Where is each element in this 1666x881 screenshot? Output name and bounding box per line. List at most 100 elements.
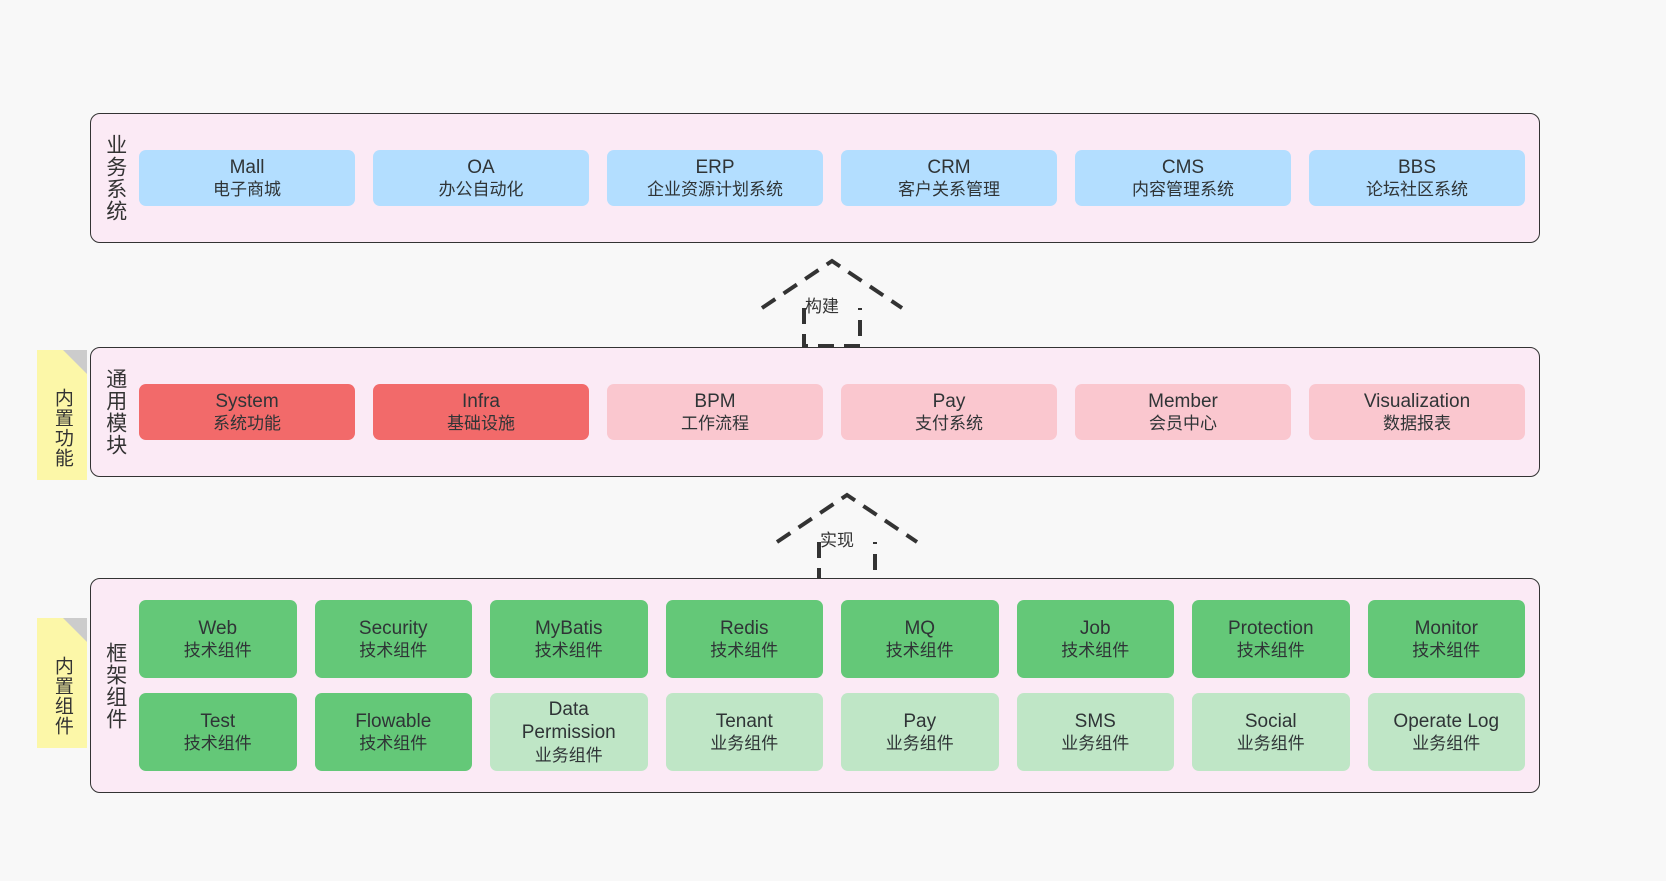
node-crm[interactable]: CRM 客户关系管理 [841,149,1057,207]
node-pay[interactable]: Pay 支付系统 [841,383,1057,441]
node-data-permission[interactable]: Data Permission 业务组件 [490,693,648,771]
node-subtitle: 工作流程 [681,414,749,434]
node-name: Pay [932,390,966,412]
node-cms[interactable]: CMS 内容管理系统 [1075,149,1291,207]
node-name: ERP [695,156,735,178]
node-flowable[interactable]: Flowable 技术组件 [314,693,472,771]
sticky-note-builtin-components: 内置组件 [37,618,87,748]
node-mybatis[interactable]: MyBatis 技术组件 [490,600,648,678]
node-name: Member [1148,390,1218,412]
node-name: Security [358,617,428,639]
node-subtitle: 技术组件 [183,641,252,661]
node-job[interactable]: Job 技术组件 [1016,600,1174,678]
node-subtitle: 业务组件 [1412,734,1481,754]
node-row: System 系统功能 Infra 基础设施 BPM 工作流程 Pay 支付系统… [139,383,1525,441]
node-name: Web [198,617,238,639]
node-name: Social [1244,710,1297,732]
node-bbs[interactable]: BBS 论坛社区系统 [1309,149,1525,207]
node-subtitle: 技术组件 [359,641,428,661]
node-subtitle: 业务组件 [710,734,779,754]
node-name: Tenant [715,710,773,732]
layer-title-framework-components: 框架组件 [103,641,127,730]
page-fold-icon [63,618,87,642]
node-name: MyBatis [534,617,603,639]
node-name: Test [200,710,236,732]
node-name: CMS [1161,156,1205,178]
node-subtitle: 电子商城 [213,180,281,200]
node-sms[interactable]: SMS 业务组件 [1016,693,1174,771]
node-bpm[interactable]: BPM 工作流程 [607,383,823,441]
node-web[interactable]: Web 技术组件 [139,600,297,678]
layer-title-common-modules: 通用模块 [103,368,127,456]
node-oa[interactable]: OA 办公自动化 [373,149,589,207]
node-name: Visualization [1363,390,1471,412]
node-subtitle: 内容管理系统 [1132,180,1234,200]
node-subtitle: 业务组件 [1061,734,1130,754]
connector-implement: 实现 [772,490,922,582]
node-name: Flowable [355,710,432,732]
node-subtitle: 技术组件 [534,641,603,661]
node-subtitle: 数据报表 [1383,414,1451,434]
node-social[interactable]: Social 业务组件 [1192,693,1350,771]
node-row: Test 技术组件 Flowable 技术组件 Data Permission … [139,693,1525,771]
node-subtitle: 技术组件 [710,641,779,661]
node-name: BBS [1397,156,1437,178]
node-name: Data Permission [521,698,616,744]
node-infra[interactable]: Infra 基础设施 [373,383,589,441]
node-subtitle: 系统功能 [213,414,281,434]
node-name: Operate Log [1393,710,1500,732]
node-member[interactable]: Member 会员中心 [1075,383,1291,441]
node-name: Pay [903,710,937,732]
node-mall[interactable]: Mall 电子商城 [139,149,355,207]
node-system[interactable]: System 系统功能 [139,383,355,441]
page-fold-icon [63,350,87,374]
node-pay-component[interactable]: Pay 业务组件 [841,693,999,771]
node-operate-log[interactable]: Operate Log 业务组件 [1367,693,1525,771]
node-subtitle: 论坛社区系统 [1366,180,1468,200]
sticky-note-label: 内置组件 [51,656,73,736]
node-subtitle: 支付系统 [915,414,983,434]
generalization-arrow-icon [760,258,904,348]
node-monitor[interactable]: Monitor 技术组件 [1367,600,1525,678]
node-mq[interactable]: MQ 技术组件 [841,600,999,678]
node-test[interactable]: Test 技术组件 [139,693,297,771]
node-visualization[interactable]: Visualization 数据报表 [1309,383,1525,441]
node-protection[interactable]: Protection 技术组件 [1192,600,1350,678]
node-redis[interactable]: Redis 技术组件 [665,600,823,678]
node-security[interactable]: Security 技术组件 [314,600,472,678]
connector-build: 构建 [757,256,907,348]
node-name: System [215,390,279,412]
node-name: BPM [694,390,736,412]
layer-common-modules: 通用模块 System 系统功能 Infra 基础设施 BPM 工作流程 Pay… [90,347,1540,477]
node-subtitle: 办公自动化 [438,180,524,200]
layer-framework-components: 框架组件 Web 技术组件 Security 技术组件 MyBatis 技术组件… [90,578,1540,793]
layer-business-systems: 业务系统 Mall 电子商城 OA 办公自动化 ERP 企业资源计划系统 CRM… [90,113,1540,243]
node-name: Monitor [1414,617,1478,639]
node-subtitle: 技术组件 [1236,641,1305,661]
node-name: OA [467,156,495,178]
sticky-note-builtin-features: 内置功能 [37,350,87,480]
node-name: Job [1079,617,1111,639]
node-name: CRM [927,156,971,178]
node-subtitle: 技术组件 [183,734,252,754]
node-subtitle: 基础设施 [447,414,515,434]
node-subtitle: 技术组件 [1412,641,1481,661]
node-subtitle: 业务组件 [885,734,954,754]
layer-body-common-modules: System 系统功能 Infra 基础设施 BPM 工作流程 Pay 支付系统… [139,348,1539,476]
sticky-note-label: 内置功能 [51,388,73,468]
node-name: Mall [229,156,265,178]
node-subtitle: 客户关系管理 [898,180,1000,200]
node-subtitle: 技术组件 [885,641,954,661]
node-name: MQ [904,617,936,639]
node-name: SMS [1074,710,1116,732]
node-subtitle: 会员中心 [1149,414,1217,434]
node-erp[interactable]: ERP 企业资源计划系统 [607,149,823,207]
node-subtitle: 技术组件 [359,734,428,754]
node-row: Web 技术组件 Security 技术组件 MyBatis 技术组件 Redi… [139,600,1525,678]
connector-build-label: 构建 [805,297,839,316]
node-tenant[interactable]: Tenant 业务组件 [665,693,823,771]
layer-body-framework-components: Web 技术组件 Security 技术组件 MyBatis 技术组件 Redi… [139,579,1539,792]
node-name: Protection [1227,617,1314,639]
node-subtitle: 技术组件 [1061,641,1130,661]
